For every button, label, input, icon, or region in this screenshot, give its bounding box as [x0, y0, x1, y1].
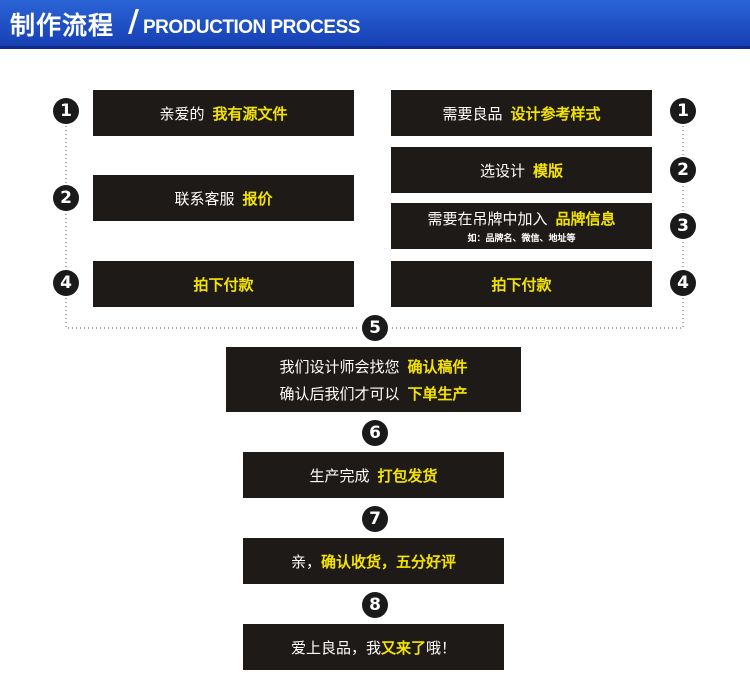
step-text: 联系客服	[174, 189, 235, 208]
step-suffix: 哦！	[426, 638, 457, 657]
title-english: PRODUCTION PROCESS	[143, 17, 360, 38]
step-highlight: 确认稿件	[407, 357, 468, 376]
step-highlight: 设计参考样式	[510, 104, 601, 123]
step-box-template: 选设计模版	[391, 147, 652, 193]
step-highlight: 拍下付款	[491, 275, 552, 294]
step-text: 我们设计师会找您	[279, 357, 400, 376]
step-badge-right-1: 1	[670, 98, 696, 124]
step-text: 生产完成	[309, 466, 370, 485]
step-highlight: 下单生产	[407, 384, 468, 403]
step-highlight: 又来了	[380, 638, 426, 657]
step-text: 选设计	[479, 161, 525, 180]
step-badge-left-4: 4	[53, 270, 79, 296]
step-box-quote: 联系客服报价	[93, 175, 354, 221]
step-badge-8: 8	[362, 592, 388, 618]
title-chinese: 制作流程	[10, 11, 115, 40]
step-text: 亲，	[290, 552, 321, 571]
step-text: 需要在吊牌中加入	[427, 210, 548, 228]
step-badge-left-1: 1	[53, 98, 79, 124]
header-bar: 制作流程 / PRODUCTION PROCESS	[0, 0, 750, 46]
step-box-ship: 生产完成打包发货	[243, 452, 504, 498]
step-highlight: 确认收货，五分好评	[321, 552, 457, 571]
step-box-reference-style: 需要良品设计参考样式	[391, 90, 652, 136]
step-text: 亲爱的	[159, 104, 205, 123]
step-highlight: 品牌信息	[555, 210, 616, 228]
step-note: 如：品牌名、微信、地址等	[467, 234, 576, 244]
title-slash: /	[128, 4, 139, 39]
header-underline	[0, 46, 750, 49]
step-highlight: 模版	[533, 161, 564, 180]
step-badge-6: 6	[362, 420, 388, 446]
step-badge-left-2: 2	[53, 185, 79, 211]
step-box-confirm-draft: 我们设计师会找您确认稿件 确认后我们才可以下单生产	[226, 347, 521, 412]
step-badge-7: 7	[362, 506, 388, 532]
step-badge-right-3: 3	[670, 213, 696, 239]
step-text: 爱上良品，我	[290, 638, 381, 657]
step-badge-right-4: 4	[670, 270, 696, 296]
step-highlight: 拍下付款	[193, 275, 254, 294]
step-text: 确认后我们才可以	[279, 384, 400, 403]
step-box-brand-info: 需要在吊牌中加入品牌信息 如：品牌名、微信、地址等	[391, 203, 652, 249]
step-box-pay-left: 拍下付款	[93, 261, 354, 307]
step-highlight: 报价	[242, 189, 273, 208]
step-box-source-file: 亲爱的我有源文件	[93, 90, 354, 136]
step-highlight: 我有源文件	[212, 104, 288, 123]
step-badge-5: 5	[362, 315, 388, 341]
step-box-return: 爱上良品，我又来了哦！	[243, 624, 504, 670]
step-box-confirm-receipt: 亲，确认收货，五分好评	[243, 538, 504, 584]
step-text: 需要良品	[442, 104, 503, 123]
step-box-pay-right: 拍下付款	[391, 261, 652, 307]
step-badge-right-2: 2	[670, 157, 696, 183]
step-highlight: 打包发货	[377, 466, 438, 485]
